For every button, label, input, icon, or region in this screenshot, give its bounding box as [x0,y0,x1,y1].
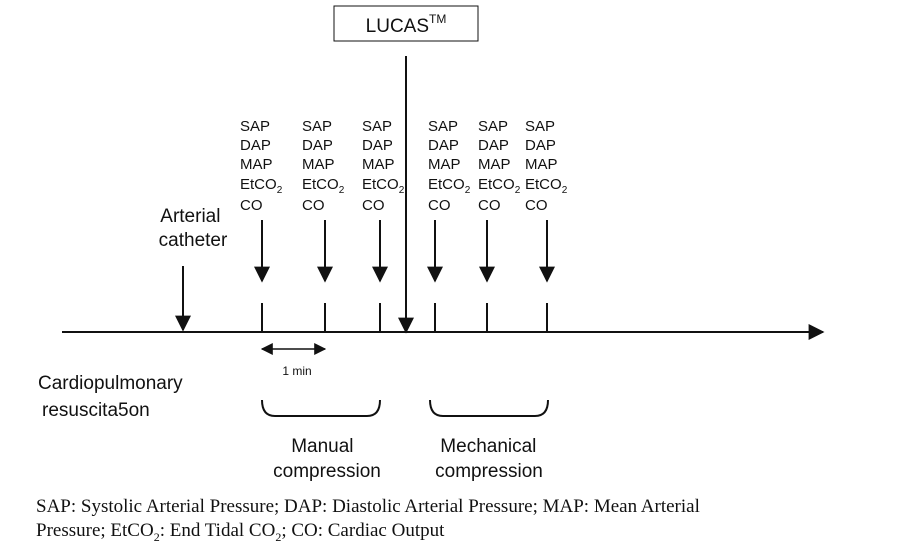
lucas-trademark: TM [429,12,446,26]
footnote: SAP: Systolic Arterial Pressure; DAP: Di… [36,495,896,549]
lucas-label: LUCAS [366,16,429,37]
footnote-line-1: SAP: Systolic Arterial Pressure; DAP: Di… [36,496,700,517]
lucas-device-box: LUCASTM [333,5,479,42]
mechanical-phase-label: Mechanical compression [435,436,543,482]
mechanical-bracket [429,399,549,417]
interval-label: 1 min [282,364,311,378]
catheter-label: Arterial catheter [159,206,228,251]
manual-bracket [261,399,381,417]
cpr-label: Cardiopulmonary resuscita5on [38,373,188,421]
manual-phase-label: Manual compression [273,436,381,482]
svg-text:LUCASTM: LUCASTM [366,12,447,37]
footnote-line-2: Pressure; EtCO2: End Tidal CO2; CO: Card… [36,520,445,544]
